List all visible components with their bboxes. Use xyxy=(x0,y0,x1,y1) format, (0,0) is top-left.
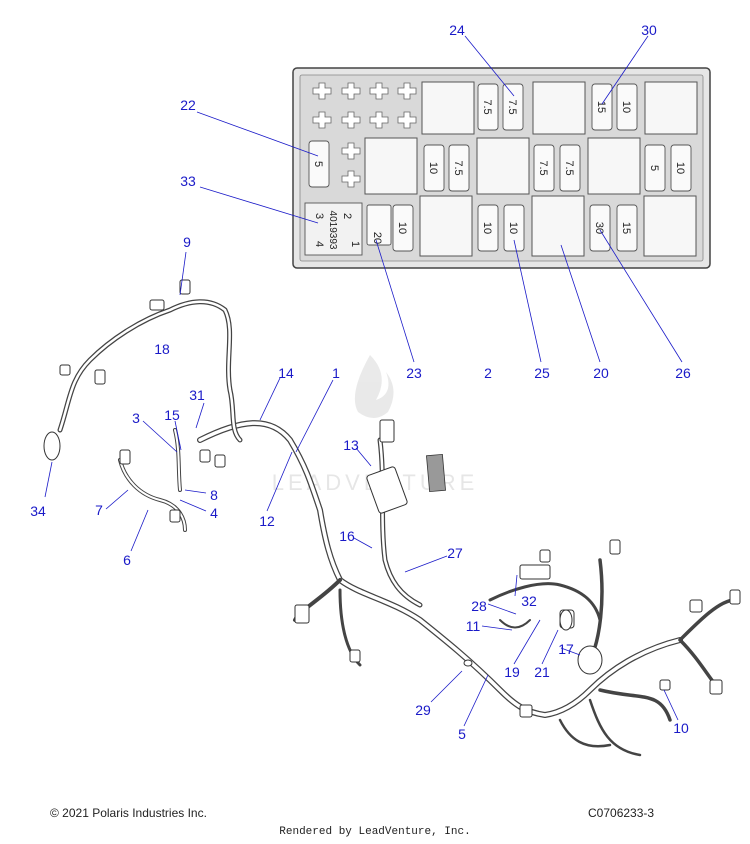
callout-28: 28 xyxy=(471,598,487,614)
callout-31: 31 xyxy=(189,387,205,403)
callout-24: 24 xyxy=(449,22,465,38)
callout-21: 21 xyxy=(534,664,550,680)
callout-15: 15 xyxy=(164,407,180,423)
callout-25: 25 xyxy=(534,365,550,381)
fuse-rating: 10 xyxy=(674,162,686,174)
callout-26: 26 xyxy=(675,365,691,381)
label-number: 2 xyxy=(341,213,353,219)
diagram-code: C0706233-3 xyxy=(588,806,655,820)
fuse-rating: 7.5 xyxy=(452,160,464,175)
callout-1: 1 xyxy=(332,365,340,381)
callout-23: 23 xyxy=(406,365,422,381)
callout-32: 32 xyxy=(521,593,537,609)
label-number: 3 xyxy=(313,213,325,219)
fuse-rating: 10 xyxy=(507,222,519,234)
cable-tie xyxy=(463,659,473,667)
callout-4: 4 xyxy=(210,505,218,521)
fuse-rating: 20 xyxy=(371,232,383,244)
fuse-ratings: 7.5 7.5 15 10 5 10 7.5 7.5 7.5 5 10 10 1… xyxy=(312,99,686,244)
fuse-rating: 10 xyxy=(396,222,408,234)
fuse-rating: 7.5 xyxy=(506,99,518,114)
fuse-rating: 5 xyxy=(648,165,660,171)
fuse-rating: 7.5 xyxy=(537,160,549,175)
callout-8: 8 xyxy=(210,487,218,503)
harness-wires xyxy=(57,299,737,757)
fuse-rating: 10 xyxy=(620,101,632,113)
callout-5: 5 xyxy=(458,726,466,742)
fuse-rating: 15 xyxy=(595,101,607,113)
callout-22: 22 xyxy=(180,97,196,113)
rendered-by-text: Rendered by LeadVenture, Inc. xyxy=(279,826,471,838)
leader-lines xyxy=(44,35,683,727)
callout-27: 27 xyxy=(447,545,463,561)
fuse-rating: 10 xyxy=(481,222,493,234)
label-part-number: 4019393 xyxy=(327,211,338,250)
fuse-rating: 5 xyxy=(312,161,324,167)
label-number: 1 xyxy=(349,241,361,247)
decal-label xyxy=(426,453,446,493)
fuse-rating: 30 xyxy=(593,222,605,234)
callout-16: 16 xyxy=(339,528,355,544)
mini-terminal-grid xyxy=(312,82,417,188)
callout-2: 2 xyxy=(484,365,492,381)
callout-17: 17 xyxy=(558,641,574,657)
flame-icon xyxy=(354,355,394,418)
callout-20: 20 xyxy=(593,365,609,381)
label-number: 4 xyxy=(313,241,325,247)
fuse-rating: 7.5 xyxy=(481,99,493,114)
fuse-box: 7.5 7.5 15 10 5 10 7.5 7.5 7.5 5 10 10 1… xyxy=(292,67,711,269)
copyright-text: © 2021 Polaris Industries Inc. xyxy=(50,806,207,820)
callout-numbers: 24 30 22 33 9 18 23 25 20 26 14 1 2 31 3… xyxy=(30,22,691,742)
connectors xyxy=(43,279,741,718)
fuse-rating: 7.5 xyxy=(563,160,575,175)
callout-33: 33 xyxy=(180,173,196,189)
callout-7: 7 xyxy=(95,502,103,518)
callout-3: 3 xyxy=(132,410,140,426)
callout-14: 14 xyxy=(278,365,294,381)
callout-18: 18 xyxy=(154,341,170,357)
fuse-box-label: 2 1 3 4 4019393 xyxy=(304,202,363,256)
callout-34: 34 xyxy=(30,503,46,519)
callout-6: 6 xyxy=(123,552,131,568)
callout-11: 11 xyxy=(466,618,481,634)
fuse-slots xyxy=(308,83,692,252)
relays xyxy=(364,81,698,257)
callout-19: 19 xyxy=(504,664,520,680)
callout-29: 29 xyxy=(415,702,431,718)
callout-12: 12 xyxy=(259,513,275,529)
callout-9: 9 xyxy=(183,234,191,250)
callout-13: 13 xyxy=(343,437,359,453)
fuse-rating: 15 xyxy=(620,222,632,234)
fuse-rating: 10 xyxy=(427,162,439,174)
callout-10: 10 xyxy=(673,720,689,736)
callout-30: 30 xyxy=(641,22,657,38)
